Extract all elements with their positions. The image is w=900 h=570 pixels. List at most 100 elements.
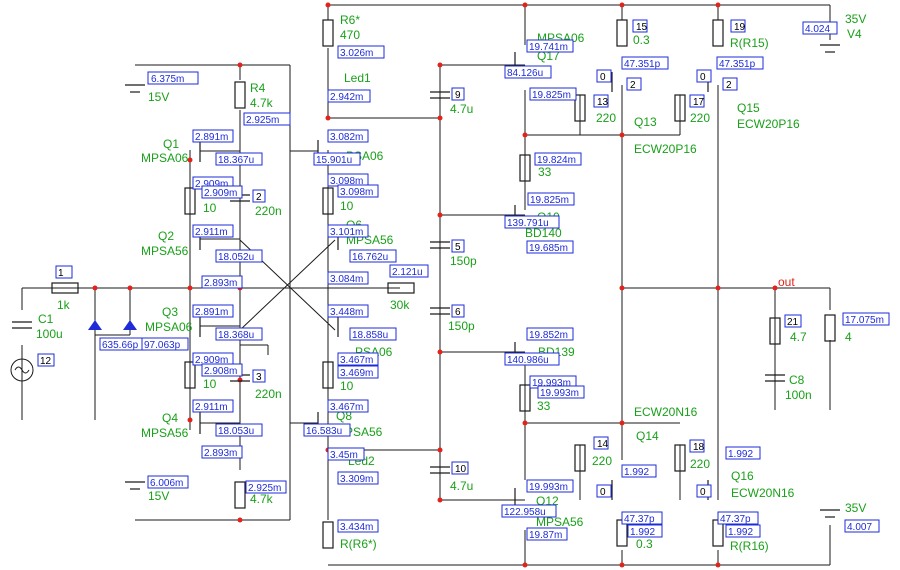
label-r17-value: 220 xyxy=(690,111,710,125)
svg-text:3.101m: 3.101m xyxy=(330,227,363,238)
svg-text:17.075m: 17.075m xyxy=(845,315,884,326)
label-r4-value: 4.7k xyxy=(250,96,274,110)
svg-text:19.993m: 19.993m xyxy=(532,378,571,389)
svg-text:12: 12 xyxy=(40,356,52,367)
svg-text:0: 0 xyxy=(700,487,706,498)
label-r6-value: 470 xyxy=(340,28,360,42)
svg-text:19.685m: 19.685m xyxy=(529,243,568,254)
svg-text:2.925m: 2.925m xyxy=(246,115,279,126)
svg-text:1.992: 1.992 xyxy=(728,527,753,538)
svg-text:13: 13 xyxy=(597,97,609,108)
label-ecw20n16: ECW20N16 xyxy=(634,405,698,419)
svg-text:140.986u: 140.986u xyxy=(507,355,549,366)
label-c8: C8 xyxy=(789,373,805,387)
label-15v-bot: 15V xyxy=(148,489,169,503)
svg-text:19.825m: 19.825m xyxy=(530,195,569,206)
sources xyxy=(10,44,840,518)
svg-text:19.87m: 19.87m xyxy=(529,530,562,541)
label-r14-value: 220 xyxy=(592,454,612,468)
label-q3-type: MPSA06 xyxy=(145,320,193,334)
svg-text:14: 14 xyxy=(597,439,609,450)
svg-text:2.891m: 2.891m xyxy=(195,132,228,143)
label-q15-type: ECW20P16 xyxy=(737,117,800,131)
svg-text:0: 0 xyxy=(700,72,706,83)
svg-text:19: 19 xyxy=(734,22,746,33)
svg-text:17: 17 xyxy=(693,97,705,108)
svg-text:18.367u: 18.367u xyxy=(218,155,254,166)
label-c8-value: 100n xyxy=(785,388,812,402)
svg-text:2.909m: 2.909m xyxy=(195,179,228,190)
svg-text:2.908m: 2.908m xyxy=(204,366,237,377)
svg-text:3.434m: 3.434m xyxy=(340,522,373,533)
svg-text:18.053u: 18.053u xyxy=(218,426,254,437)
svg-text:47.37p: 47.37p xyxy=(624,514,655,525)
svg-text:21: 21 xyxy=(787,317,799,328)
label-r15-value: 0.3 xyxy=(633,33,650,47)
svg-text:19.824m: 19.824m xyxy=(537,155,576,166)
label-r16: R(R16) xyxy=(730,539,769,553)
label-q14: Q14 xyxy=(636,429,659,443)
label-r4: R4 xyxy=(250,81,266,95)
label-bd140: BD140 xyxy=(525,226,562,240)
svg-text:2.909m: 2.909m xyxy=(195,355,228,366)
label-c3-value: 220n xyxy=(255,387,282,401)
svg-text:2: 2 xyxy=(256,192,262,203)
svg-text:0: 0 xyxy=(600,487,606,498)
svg-text:0: 0 xyxy=(600,72,606,83)
svg-text:3.084m: 3.084m xyxy=(330,274,363,285)
svg-text:3.309m: 3.309m xyxy=(340,474,373,485)
label-q15: Q15 xyxy=(737,101,760,115)
svg-text:3.45m: 3.45m xyxy=(330,450,358,461)
label-c1-value: 100u xyxy=(36,327,63,341)
svg-text:6: 6 xyxy=(455,307,461,318)
label-q4-type: MPSA56 xyxy=(141,426,189,440)
svg-text:2.121u: 2.121u xyxy=(392,267,423,278)
label-35v-top: 35V xyxy=(845,12,866,26)
svg-text:139.791u: 139.791u xyxy=(507,218,549,229)
svg-text:3.082m: 3.082m xyxy=(330,132,363,143)
label-r30k: 30k xyxy=(390,298,410,312)
label-q4: Q4 xyxy=(162,411,178,425)
label-r10-a: 10 xyxy=(203,201,217,215)
svg-text:3.448m: 3.448m xyxy=(330,307,363,318)
label-q8-type: PSA56 xyxy=(345,425,383,439)
svg-text:3.098m: 3.098m xyxy=(330,176,363,187)
svg-text:97.063p: 97.063p xyxy=(144,340,181,351)
label-r10-d: 10 xyxy=(340,379,354,393)
svg-text:15.901u: 15.901u xyxy=(316,155,352,166)
svg-text:19.741m: 19.741m xyxy=(529,42,568,53)
label-q1-type: MPSA06 xyxy=(141,151,189,165)
svg-text:47.351p: 47.351p xyxy=(719,59,756,70)
svg-text:18.858u: 18.858u xyxy=(352,330,388,341)
svg-text:3: 3 xyxy=(256,372,262,383)
label-c5-value: 150p xyxy=(450,254,477,268)
wires xyxy=(21,4,831,566)
label-c10-value: 4.7u xyxy=(450,479,473,493)
svg-text:122.958u: 122.958u xyxy=(504,507,546,518)
label-ecw20p16: ECW20P16 xyxy=(634,142,697,156)
svg-text:19.825m: 19.825m xyxy=(532,90,571,101)
svg-text:3.098m: 3.098m xyxy=(340,187,373,198)
label-led1: Led1 xyxy=(344,71,371,85)
label-r10-b: 10 xyxy=(203,377,217,391)
label-q3: Q3 xyxy=(162,305,178,319)
label-q2: Q2 xyxy=(158,229,174,243)
label-q16: Q16 xyxy=(731,469,754,483)
probe-readouts: 6.375m 2.925m 3.026m 2.942m 2.891m 18.36… xyxy=(99,21,890,541)
label-r33a: 33 xyxy=(538,165,552,179)
svg-text:3.026m: 3.026m xyxy=(340,48,373,59)
label-r6b: R(R6*) xyxy=(340,537,377,551)
svg-text:19.993m: 19.993m xyxy=(529,482,568,493)
svg-text:2.942m: 2.942m xyxy=(330,92,363,103)
label-r10-c: 10 xyxy=(340,199,354,213)
svg-text:5: 5 xyxy=(455,242,461,253)
label-q13: Q13 xyxy=(634,115,657,129)
svg-text:3.467m: 3.467m xyxy=(330,402,363,413)
junction-nodes xyxy=(92,2,778,568)
svg-text:47.351p: 47.351p xyxy=(624,59,661,70)
resistors xyxy=(51,19,836,549)
svg-text:2.925m: 2.925m xyxy=(248,483,281,494)
svg-text:15: 15 xyxy=(636,22,648,33)
label-35v-bot: 35V xyxy=(845,501,866,515)
svg-text:3.469m: 3.469m xyxy=(340,368,373,379)
